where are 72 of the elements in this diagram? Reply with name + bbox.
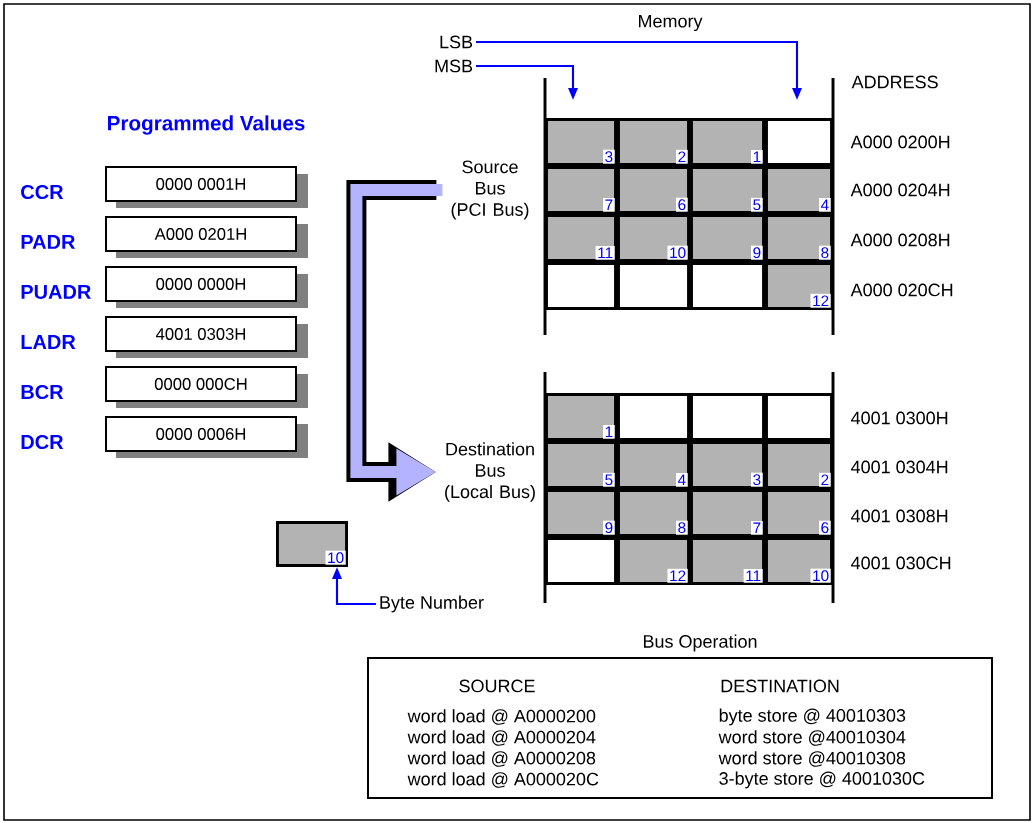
memory-cell: 7 — [545, 166, 617, 214]
memory-cell — [765, 393, 833, 441]
memory-cell — [690, 262, 765, 310]
memory-cell: 11 — [545, 214, 617, 262]
bus-label: Source Bus (PCI Bus) — [451, 160, 529, 220]
memory-cell: 1 — [690, 118, 765, 166]
memory-cell: 3 — [690, 441, 765, 489]
operation-text: word store @40010304 — [718, 730, 906, 746]
memory-cell — [545, 262, 617, 310]
register-box: 0000 0000H — [105, 266, 308, 308]
address-label: 4001 0304H — [851, 460, 948, 474]
memory-cell: 6 — [765, 489, 833, 537]
memory-cell: 10 — [765, 537, 833, 585]
byte-order-label: LSB — [440, 35, 473, 49]
register-box: 0000 000CH — [105, 366, 308, 408]
memory-cell: 3 — [545, 118, 617, 166]
memory-cell — [545, 537, 617, 585]
memory-cell: 10 — [617, 214, 690, 262]
address-label: A000 0200H — [850, 135, 950, 149]
byte-number-label: Byte Number — [380, 595, 484, 613]
memory-cell: 12 — [617, 537, 690, 585]
memory-cell: 9 — [690, 214, 765, 262]
memory-cell: 2 — [617, 118, 690, 166]
address-label: A000 020CH — [850, 283, 953, 297]
operation-text: word store @40010308 — [718, 751, 906, 767]
operation-text: word load @ A0000204 — [407, 730, 596, 746]
memory-cell — [690, 393, 765, 441]
memory-cell: 2 — [765, 441, 833, 489]
section-heading: Programmed Values — [108, 115, 305, 135]
register-name: DCR — [21, 434, 64, 450]
memory-cell: 9 — [545, 489, 617, 537]
memory-cell: 4 — [617, 441, 690, 489]
memory-cell: 5 — [545, 441, 617, 489]
address-label: 4001 0308H — [851, 509, 948, 523]
operation-text: word load @ A000020C — [407, 772, 599, 788]
operation-text: byte store @ 40010303 — [719, 708, 906, 726]
address-label: 4001 0300H — [851, 411, 948, 425]
memory-cell: 12 — [765, 262, 833, 310]
memory-cell — [617, 262, 690, 310]
operation-text: word load @ A0000208 — [407, 751, 596, 767]
memory-cell — [765, 118, 833, 166]
address-label: A000 0204H — [850, 183, 950, 197]
memory-cell: 5 — [690, 166, 765, 214]
byte-box: 10 — [276, 521, 348, 567]
memory-cell: 8 — [765, 214, 833, 262]
register-box: 4001 0303H — [105, 316, 308, 358]
register-name: BCR — [21, 384, 64, 400]
address-label: 4001 030CH — [851, 556, 951, 570]
register-name: PUADR — [21, 285, 91, 299]
memory-cell: 11 — [690, 537, 765, 585]
byte-order-label: MSB — [435, 59, 473, 73]
column-heading: SOURCE — [459, 679, 535, 693]
memory-cell: 8 — [617, 489, 690, 537]
memory-cell: 1 — [545, 393, 617, 441]
column-heading: ADDRESS — [851, 75, 938, 89]
memory-cell: 6 — [617, 166, 690, 214]
memory-cell — [617, 393, 690, 441]
register-name: LADR — [21, 335, 76, 349]
register-box: 0000 0001H — [105, 166, 308, 208]
memory-title: Memory — [639, 14, 703, 32]
operation-text: word load @ A0000200 — [407, 709, 596, 725]
register-name: CCR — [21, 184, 64, 200]
panel-heading: Bus Operation — [643, 634, 757, 652]
memory-cell: 4 — [765, 166, 833, 214]
bus-label: Destination Bus (Local Bus) — [445, 442, 535, 502]
address-label: A000 0208H — [850, 233, 950, 247]
column-heading: DESTINATION — [721, 679, 839, 693]
operation-text: 3-byte store @ 4001030C — [719, 771, 925, 789]
register-box: 0000 0006H — [105, 416, 308, 458]
register-name: PADR — [21, 235, 76, 249]
register-box: A000 0201H — [105, 216, 308, 258]
memory-cell: 7 — [690, 489, 765, 537]
